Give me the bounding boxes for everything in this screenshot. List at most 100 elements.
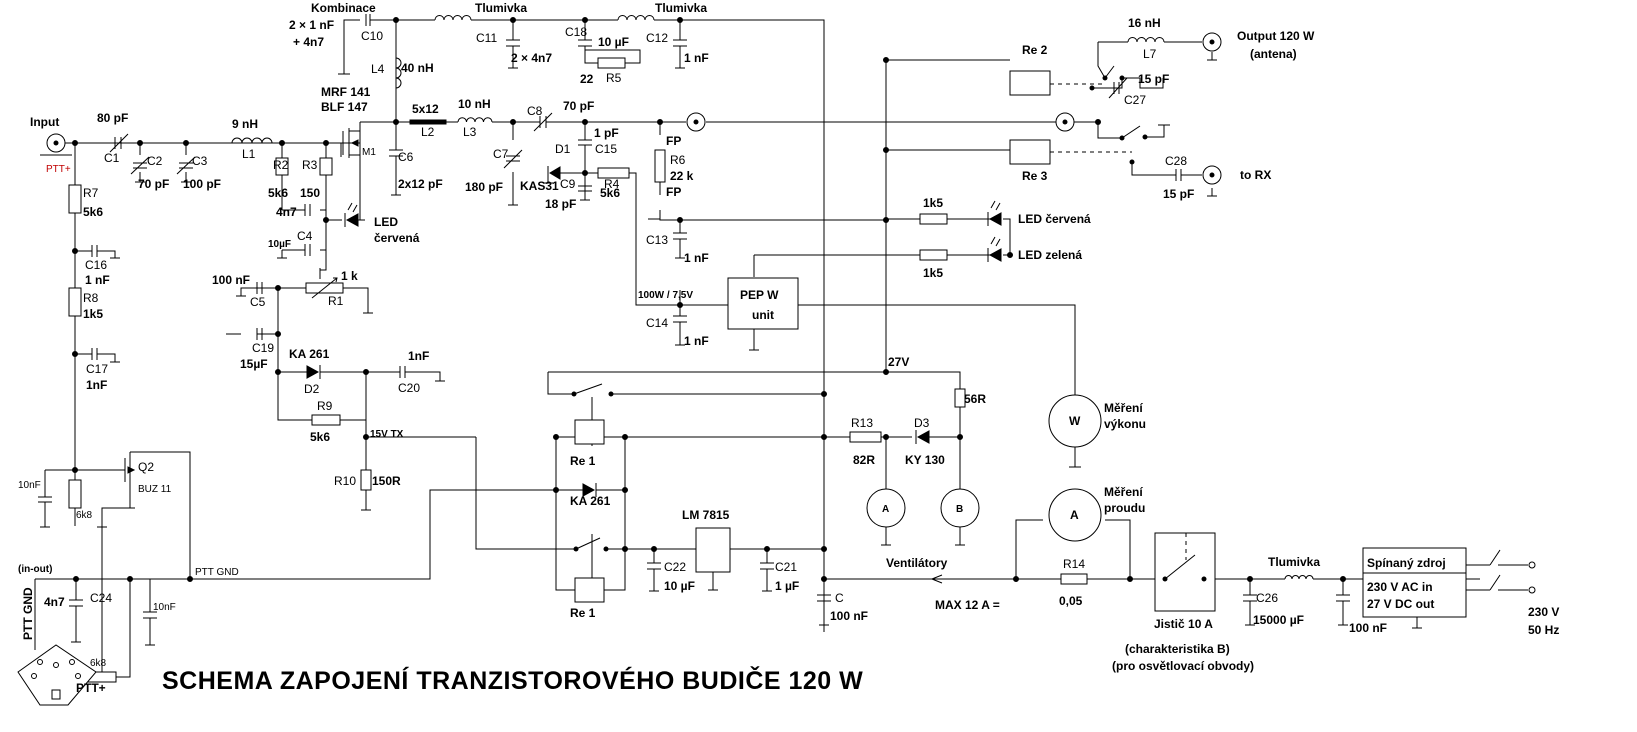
label-char-1: (charakteristika B) xyxy=(1125,642,1230,656)
resistors xyxy=(68,57,1088,683)
capacitor-C26 xyxy=(1243,594,1257,608)
label-max12: MAX 12 A = xyxy=(935,598,1000,612)
label-C26-val: 15000 µF xyxy=(1253,613,1304,627)
label-in-out: (in-out) xyxy=(18,564,52,575)
inductor-L4 xyxy=(395,57,402,89)
label-input: Input xyxy=(30,115,59,129)
label-output-sub: (antena) xyxy=(1250,47,1297,61)
inductor-tlumivka-2 xyxy=(617,15,655,21)
resistor-1k5-red xyxy=(919,213,948,225)
label-meter-b: B xyxy=(956,504,963,515)
resistor-R6k8-a xyxy=(68,479,82,509)
capacitor-C11 xyxy=(506,39,520,52)
label-meter-w: W xyxy=(1069,414,1081,428)
label-C12: C12 xyxy=(646,31,668,45)
capacitor-C3 xyxy=(176,156,196,175)
label-R8: R8 xyxy=(83,291,99,305)
diode-D1 xyxy=(549,166,561,180)
resistor-1k5-green xyxy=(919,249,948,261)
label-D3-type: KY 130 xyxy=(905,453,945,467)
label-L1-val: 9 nH xyxy=(232,117,258,131)
label-R7: R7 xyxy=(83,186,99,200)
label-mereni-vykonu-2: výkonu xyxy=(1104,417,1146,431)
label-led-green: LED zelená xyxy=(1018,248,1082,262)
led-red-1 xyxy=(345,213,359,227)
capacitor-C22 xyxy=(647,562,661,575)
meter-current xyxy=(1048,488,1102,542)
meters xyxy=(866,394,1102,542)
label-C16: C16 xyxy=(85,258,107,272)
mosfet-M1 xyxy=(342,128,360,158)
label-R14: R14 xyxy=(1063,557,1085,571)
capacitor-C18 xyxy=(578,39,592,52)
label-R1-val: 1 k xyxy=(341,269,358,283)
inductor-L7 xyxy=(1127,37,1165,43)
din-connector xyxy=(17,644,97,706)
label-C14: C14 xyxy=(646,316,668,330)
label-ptt-plus: PTT+ xyxy=(46,164,71,175)
capacitor-C15 xyxy=(578,139,592,152)
label-R6-val: 22 k xyxy=(670,169,694,183)
label-C18: C18 xyxy=(565,25,587,39)
label-L4-val: 40 nH xyxy=(401,61,434,75)
re1-coil-top xyxy=(574,419,605,445)
capacitor-C10nf-b xyxy=(143,611,157,625)
capacitor-C8 xyxy=(533,112,559,132)
jistic-box xyxy=(1154,532,1216,612)
switches xyxy=(571,65,1536,594)
stripline-L2 xyxy=(409,119,447,125)
label-R1: R1 xyxy=(328,294,344,308)
label-L2: L2 xyxy=(421,125,435,139)
capacitor-C4b xyxy=(304,244,311,256)
labels: Kombinace 2 × 1 nF + 4n7 C10 Tlumivka Tl… xyxy=(18,1,1559,695)
label-C8: C8 xyxy=(527,104,543,118)
meter-ventilator-b xyxy=(940,488,980,528)
label-C21-val: 1 µF xyxy=(775,579,799,593)
label-D2-type: KA 261 xyxy=(289,347,330,361)
label-C5: C5 xyxy=(250,295,266,309)
boxes xyxy=(574,70,1467,618)
inductors xyxy=(231,15,1314,580)
resistor-56R xyxy=(954,388,966,408)
label-D3: D3 xyxy=(914,416,930,430)
label-pep-1: PEP W xyxy=(740,288,779,302)
capacitor-C4a xyxy=(304,204,311,216)
label-L3-val: 10 nH xyxy=(458,97,491,111)
label-meter-a1: A xyxy=(882,504,889,515)
lm7815-box xyxy=(695,527,731,573)
label-mains-f: 50 Hz xyxy=(1528,623,1559,637)
label-C24-val: 4n7 xyxy=(44,595,65,609)
label-C12-val: 1 nF xyxy=(684,51,709,65)
label-C2: C2 xyxy=(147,154,163,168)
capacitor-C16 xyxy=(91,245,101,257)
label-C11-val: 2 × 4n7 xyxy=(511,51,552,65)
label-C13: C13 xyxy=(646,233,668,247)
label-C20: C20 xyxy=(398,381,420,395)
label-meter-a2: A xyxy=(1070,508,1079,522)
label-C9: C9 xyxy=(560,177,576,191)
label-FP-2: FP xyxy=(666,185,681,199)
resistor-R2 xyxy=(275,157,289,176)
label-led-red: LED červená xyxy=(1018,212,1091,226)
label-tlumivka-1: Tlumivka xyxy=(475,1,527,15)
label-C26: C26 xyxy=(1256,591,1278,605)
label-R6: R6 xyxy=(670,153,686,167)
label-char-2: (pro osvětlovací obvody) xyxy=(1112,659,1254,673)
label-C22: C22 xyxy=(664,560,686,574)
junctions xyxy=(72,17,1346,582)
capacitor-C19 xyxy=(256,328,263,340)
psu-inner xyxy=(1362,572,1467,618)
label-re2: Re 2 xyxy=(1022,43,1048,57)
label-L7-val: 16 nH xyxy=(1128,16,1161,30)
current-arrow xyxy=(931,574,985,584)
capacitor-C20 xyxy=(399,366,412,378)
label-C17-val: 1nF xyxy=(86,378,107,392)
label-pep-2: unit xyxy=(752,308,774,322)
label-C21: C21 xyxy=(775,560,797,574)
label-M1-type1: MRF 141 xyxy=(321,85,371,99)
inductor-tlumivka-3 xyxy=(1284,575,1314,580)
label-L3: L3 xyxy=(463,125,477,139)
label-15v-tx: 15V TX xyxy=(370,429,404,440)
label-L1: L1 xyxy=(242,147,256,161)
